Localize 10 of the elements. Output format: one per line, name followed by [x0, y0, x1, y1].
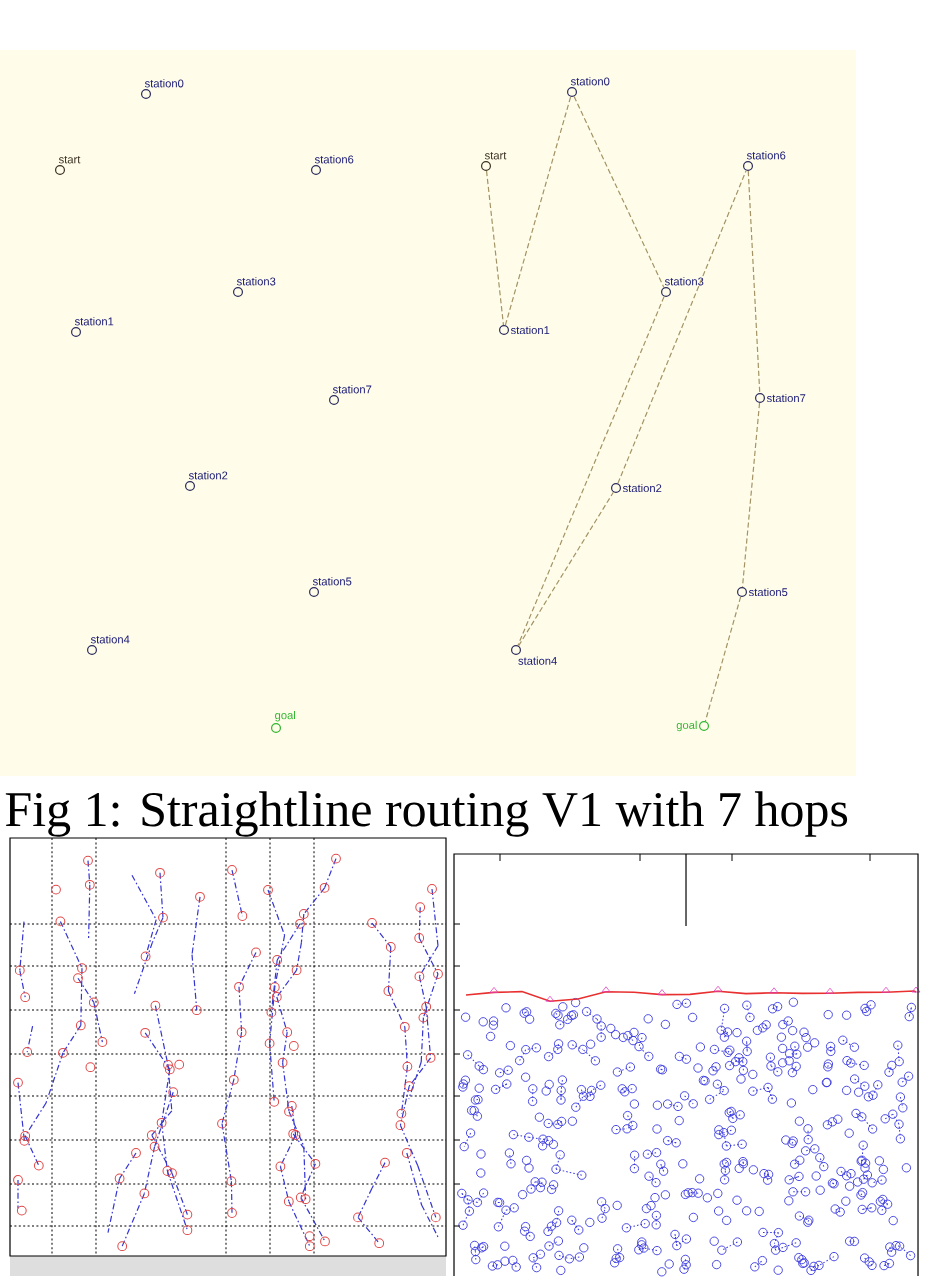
route-line	[704, 596, 742, 722]
route-line	[518, 491, 614, 647]
route-line	[485, 170, 505, 326]
route-line	[741, 402, 761, 588]
caption: Fig 1: Straightline routing V1 with 7 hops	[5, 791, 848, 837]
route-line	[504, 96, 572, 326]
route-line	[573, 95, 665, 289]
route-line	[617, 170, 747, 484]
route-line	[517, 296, 665, 646]
route-line	[747, 170, 761, 394]
